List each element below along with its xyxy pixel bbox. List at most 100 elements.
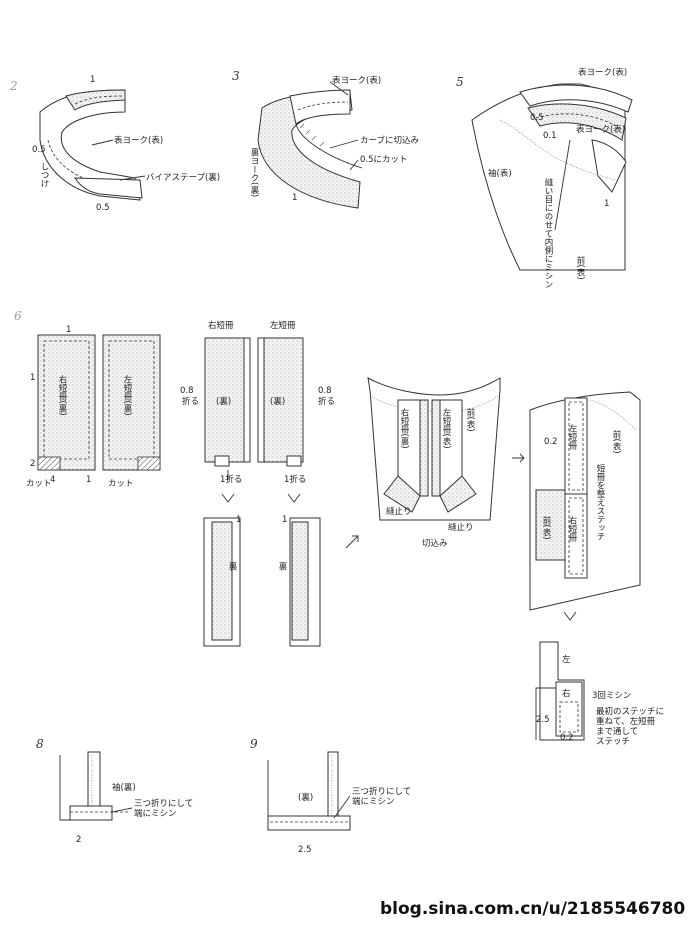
left-placket-folded xyxy=(257,337,304,463)
left-folded-wrong: (裏) xyxy=(270,396,285,407)
step-3-outer-yoke-label: 表ヨーク(表) xyxy=(332,75,381,86)
step-3-notches xyxy=(299,123,325,147)
step-2-number: 2 xyxy=(9,79,18,93)
detail-triple: 3回ミシン xyxy=(592,691,631,701)
notch-label: 切込み xyxy=(422,538,448,549)
detail-note-2: 重ねて、左短冊 xyxy=(596,716,656,727)
step-5-diagram: 5 表ヨーク(表) 0.5 0.1 表ヨーク(表) 袖(表) 縫い目にのせて内側… xyxy=(456,67,633,289)
right-placket-tab xyxy=(214,455,230,467)
step-2-leader-outer xyxy=(91,139,114,146)
step-8-leader xyxy=(111,807,133,813)
detail-25: 2.5 xyxy=(536,715,550,725)
pressed-wrong-1: 裏 xyxy=(227,561,237,571)
step-5-number: 5 xyxy=(456,75,464,89)
mid-tail-right xyxy=(439,475,477,513)
step-3-curve-edge xyxy=(295,123,363,169)
finished-right-stitch xyxy=(568,497,584,575)
step-6-dim-2: 2 xyxy=(30,459,35,469)
pressed-seam-1a: 1 xyxy=(236,515,241,525)
step-9-diagram: 9 (裏) 三つ折りにして 端にミシン 2.5 xyxy=(250,737,411,855)
stop-right: 縫止り xyxy=(448,522,474,533)
finished-lining xyxy=(535,489,566,561)
fold-1-right: 1折る xyxy=(284,474,306,485)
left-placket-cut-corner xyxy=(137,456,161,471)
left-placket-piece xyxy=(102,334,161,471)
step-5-yoke-lining xyxy=(527,103,627,141)
finished-02: 0.2 xyxy=(544,437,558,447)
left-cut-label: カット xyxy=(108,479,134,489)
step-3-seam-1: 1 xyxy=(292,193,297,203)
detail-note-4: ステッチ xyxy=(596,737,630,747)
step-8-side-seam xyxy=(87,751,101,815)
detail-triple-stitch xyxy=(559,701,579,733)
left-placket-label: 左短冊(裏) xyxy=(122,374,132,415)
opening-gap-left xyxy=(419,399,429,497)
mid-right-placket-label: 右短冊(裏) xyxy=(399,407,409,448)
step-2-diagram: 2 1 表ヨーク(表) 0.5 しつけ バイアステープ(裏) 0.5 xyxy=(9,75,220,213)
step-8-instr-2: 端にミシン xyxy=(134,808,177,819)
step-3-cut-label: 0.5にカット xyxy=(360,155,408,165)
step-8-hem-fold xyxy=(69,805,113,821)
step-5-seam-1: 1 xyxy=(604,199,609,209)
mid-left-placket-label: 左短冊(表) xyxy=(441,407,451,448)
left-placket-tab xyxy=(286,455,302,467)
step-2-outer-yoke-label: 表ヨーク(表) xyxy=(114,135,163,146)
right-folded-wrong: (裏) xyxy=(216,396,231,407)
step-9-hem-fold xyxy=(267,815,351,831)
step-6-dim-1-bottom: 1 xyxy=(86,475,91,485)
step-5-instruction-leader xyxy=(554,139,571,231)
arrow-right xyxy=(512,453,525,463)
detail-body-edge xyxy=(535,687,556,740)
step-6-diagram: 6 1 1 右短冊(裏) 左短冊(裏) 2 4 1 カット カット 右短冊 左短… xyxy=(14,309,664,747)
step-2-leader-bias xyxy=(119,175,146,181)
step-3-inner-yoke-label: 裏ヨーク(裏) xyxy=(249,147,259,197)
fold-08-right: 0.8 xyxy=(318,386,332,396)
step-2-inner-layer xyxy=(65,89,126,111)
right-placket-title: 右短冊 xyxy=(208,320,234,331)
step-2-bias-tape-label: バイアステープ(裏) xyxy=(146,172,220,183)
pressed-wrong-2: 裏 xyxy=(277,561,287,571)
step-5-sleeve-label: 袖(表) xyxy=(488,168,512,179)
right-cut-label: カット xyxy=(26,479,52,489)
step-8-instr-1: 三つ折りにして xyxy=(134,798,193,809)
step-9-instr-2: 端にミシン xyxy=(352,796,395,807)
finished-front-top: 前(表) xyxy=(611,429,621,453)
step-3-leader-outer xyxy=(329,81,349,96)
detail-note-1: 最初のステッチに xyxy=(596,706,664,717)
step-5-front-label: 前(表) xyxy=(575,255,585,279)
step-3-diagram: 3 表ヨーク(表) カーブに切込み 0.5にカット 裏ヨーク(裏) 1 xyxy=(232,69,419,209)
right-placket-seamline xyxy=(43,340,90,460)
detail-right-label: 右 xyxy=(562,688,571,699)
step-9-dim-25: 2.5 xyxy=(298,845,312,855)
step-8-diagram: 8 袖(裏) 三つ折りにして 端にミシン 2 xyxy=(36,737,193,845)
step-2-allowance-left: 0.5 xyxy=(32,145,46,155)
step-9-instr-1: 三つ折りにして xyxy=(352,786,411,797)
step-9-wrong-label: (裏) xyxy=(298,792,313,803)
pressed-seam-1b: 1 xyxy=(282,515,287,525)
stop-left: 縫止り xyxy=(386,506,412,517)
left-placket-pressed-inner xyxy=(291,521,309,641)
fold-08-left-word: 折る xyxy=(182,396,199,407)
right-placket-cut-corner xyxy=(37,456,61,471)
step-5-instruction: 縫い目にのせて内側にミシン xyxy=(543,177,553,288)
left-placket-seamline xyxy=(108,340,155,460)
step-6-number: 6 xyxy=(14,309,22,323)
step-3-notch-label: カーブに切込み xyxy=(360,135,419,146)
step-5-allowance-05: 0.5 xyxy=(530,113,544,123)
arrow-down-b xyxy=(287,493,301,503)
mid-tail-left xyxy=(383,475,421,513)
arrow-down-a xyxy=(221,493,235,503)
step-3-number: 3 xyxy=(232,69,240,83)
opening-gap-right xyxy=(431,399,441,497)
finished-stitch-note: 短冊を整えステッチ xyxy=(595,463,605,540)
detail-note-3: まで通して xyxy=(596,726,638,737)
arrow-down-c xyxy=(563,611,577,621)
finished-left-placket-label: 左短冊 xyxy=(567,423,577,450)
step-5-outer-yoke-strip xyxy=(519,84,633,113)
detail-left-label: 左 xyxy=(562,654,571,665)
finished-left-stitch xyxy=(568,401,584,491)
right-placket-pressed-inner xyxy=(211,521,233,641)
detail-02: 0.2 xyxy=(560,733,574,743)
step-2-basting-label: しつけ xyxy=(39,162,49,188)
